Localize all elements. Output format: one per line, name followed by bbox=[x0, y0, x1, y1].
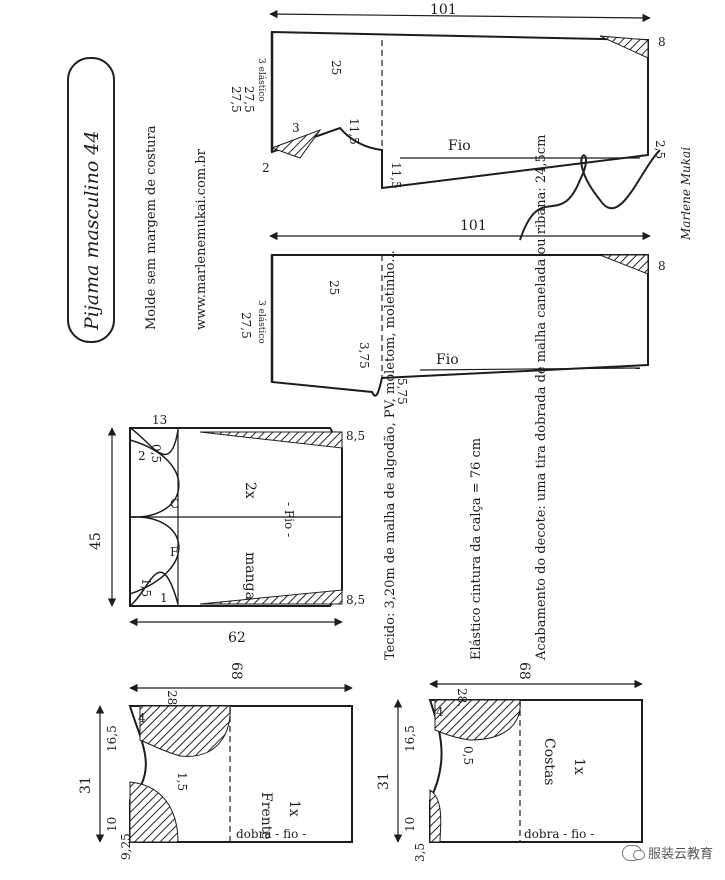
subtitle-line: Molde sem margem de costura bbox=[144, 125, 159, 330]
pants-front-mark-2: 2 bbox=[262, 161, 270, 175]
signature: Marlene Mukai bbox=[519, 147, 693, 241]
front-length: 68 bbox=[228, 662, 244, 680]
back-mark-4: 4 bbox=[436, 705, 444, 719]
sleeve-qty: 2x bbox=[242, 482, 258, 499]
front-width: 31 bbox=[78, 776, 94, 794]
back-piece: 68 28. 31 Costas 1x 16,5 10 3,5 4 0,5 do… bbox=[376, 662, 643, 862]
pants-front-piece: 101 25 27,5 27,5 3 elástico 8 11,5 11,5 … bbox=[229, 2, 667, 190]
back-fold: dobra - fio - bbox=[524, 827, 594, 841]
back-shoulder: 28. bbox=[455, 688, 469, 707]
pants-front-grain: Fio bbox=[448, 138, 471, 154]
pants-back-grain: Fio bbox=[436, 352, 459, 368]
title-oval bbox=[67, 57, 115, 343]
pants-front-hip-2: 27,5 bbox=[242, 86, 256, 113]
sleeve-mark-15: 1,5 bbox=[139, 578, 153, 597]
sleeve-mark-85b: 8,5 bbox=[346, 593, 365, 607]
pants-front-hem: 2,5 bbox=[653, 140, 667, 159]
front-mark-165: 16,5 bbox=[105, 725, 119, 752]
pants-back-crotch-1: 3,75 bbox=[357, 342, 371, 369]
front-mark-4: 4 bbox=[138, 711, 146, 725]
pants-front-crotch-2: 11,5 bbox=[389, 162, 403, 189]
watermark-text: 服装云教育 bbox=[647, 847, 713, 862]
pants-front-waist: 25 bbox=[329, 60, 343, 75]
back-mark-165: 16,5 bbox=[403, 725, 417, 752]
sleeve-label: manga bbox=[242, 552, 258, 600]
notes-block: Tecido: 3,20m de malha de algodão, PV, m… bbox=[383, 135, 549, 661]
front-mark-15: 1,5 bbox=[175, 772, 189, 791]
pants-back-top-mark: 8 bbox=[658, 259, 666, 273]
front-mark-925: 9,25 bbox=[119, 833, 133, 860]
front-fold: dobra - fio - bbox=[236, 827, 306, 841]
back-label: Costas bbox=[541, 738, 557, 785]
pants-back-piece: 101 25 27,5 3 elástico 8 3,75 5,75 Fio bbox=[239, 218, 666, 405]
watermark: 服装云教育 bbox=[621, 843, 713, 862]
sleeve-cap-front: F bbox=[170, 545, 178, 559]
pants-back-hip: 27,5 bbox=[239, 312, 253, 339]
sleeve-mark-2: 2 bbox=[138, 449, 146, 463]
notes-finish: Acabamento do decote: uma tira dobrada d… bbox=[534, 135, 549, 661]
pants-back-crotch-2: 5,75 bbox=[395, 378, 409, 405]
front-mark-10: 10 bbox=[105, 817, 119, 832]
front-shoulder: 28 bbox=[165, 690, 179, 705]
pants-front-top-mark: 8 bbox=[658, 35, 666, 49]
sleeve-mark-13: 13 bbox=[152, 413, 167, 427]
website-text: www.marlenemukai.com.br bbox=[194, 148, 209, 330]
front-qty: 1x bbox=[286, 800, 302, 817]
pants-back-length: 101 bbox=[460, 218, 487, 234]
sleeve-grain: - Fio - bbox=[282, 502, 296, 537]
back-width: 31 bbox=[376, 772, 392, 790]
sleeve-cap-back: C bbox=[170, 497, 179, 511]
pants-front-hip-1: 27,5 bbox=[229, 86, 243, 113]
front-piece: 68 28 31 Frente 1x 16,5 10 9,25 4 1,5 do… bbox=[78, 662, 353, 860]
back-length: 68 bbox=[516, 662, 532, 680]
pants-front-elastic: 3 elástico bbox=[256, 58, 267, 102]
sleeve-mark-1: 1 bbox=[160, 591, 168, 605]
title-block: Pijama masculino 44 Molde sem margem de … bbox=[67, 57, 209, 343]
length-arrow bbox=[269, 9, 651, 23]
back-mark-05: 0,5 bbox=[461, 746, 475, 765]
pants-front-mark-3: 3 bbox=[292, 121, 300, 135]
title-text: Pijama masculino 44 bbox=[81, 131, 103, 331]
back-qty: 1x bbox=[571, 758, 587, 775]
notes-fabric: Tecido: 3,20m de malha de algodão, PV, m… bbox=[383, 250, 398, 660]
sleeve-piece: 45 62 C F manga 2x - Fio - 13 8,5 8,5 0,… bbox=[88, 413, 365, 646]
notes-elastic: Elástico cintura da calça = 76 cm bbox=[469, 438, 484, 660]
back-mark-10: 10 bbox=[403, 817, 417, 832]
sleeve-mark-05: 0,5 bbox=[149, 444, 163, 463]
signature-text: Marlene Mukai bbox=[679, 147, 693, 241]
pants-front-length: 101 bbox=[430, 2, 457, 18]
sleeve-length: 62 bbox=[228, 630, 246, 646]
back-mark-35: 3,5 bbox=[413, 843, 427, 862]
pants-front-crotch-1: 11,5 bbox=[347, 118, 361, 145]
sleeve-mark-85a: 8,5 bbox=[346, 429, 365, 443]
pants-back-waist: 25 bbox=[327, 280, 341, 295]
front-label: Frente bbox=[258, 792, 274, 840]
chat-icon bbox=[621, 844, 645, 861]
pants-back-elastic: 3 elástico bbox=[256, 300, 267, 344]
sleeve-width: 45 bbox=[88, 532, 104, 550]
